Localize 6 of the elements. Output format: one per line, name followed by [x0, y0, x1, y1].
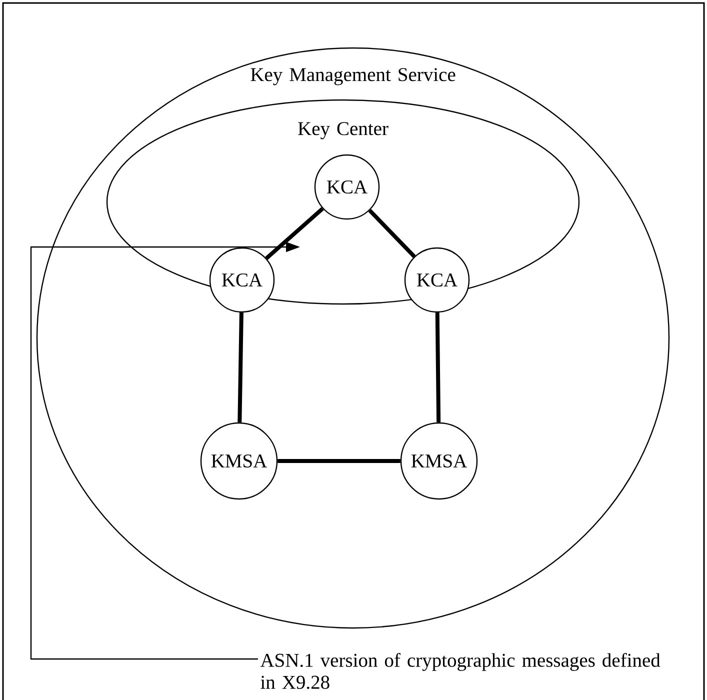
link-line [238, 312, 244, 422]
link-line [265, 207, 324, 260]
link-line [435, 312, 441, 422]
note-text: ASN.1 version of cryptographic messages defined in X9.28 [260, 653, 660, 689]
link-line [368, 209, 416, 258]
link-line [278, 458, 400, 463]
